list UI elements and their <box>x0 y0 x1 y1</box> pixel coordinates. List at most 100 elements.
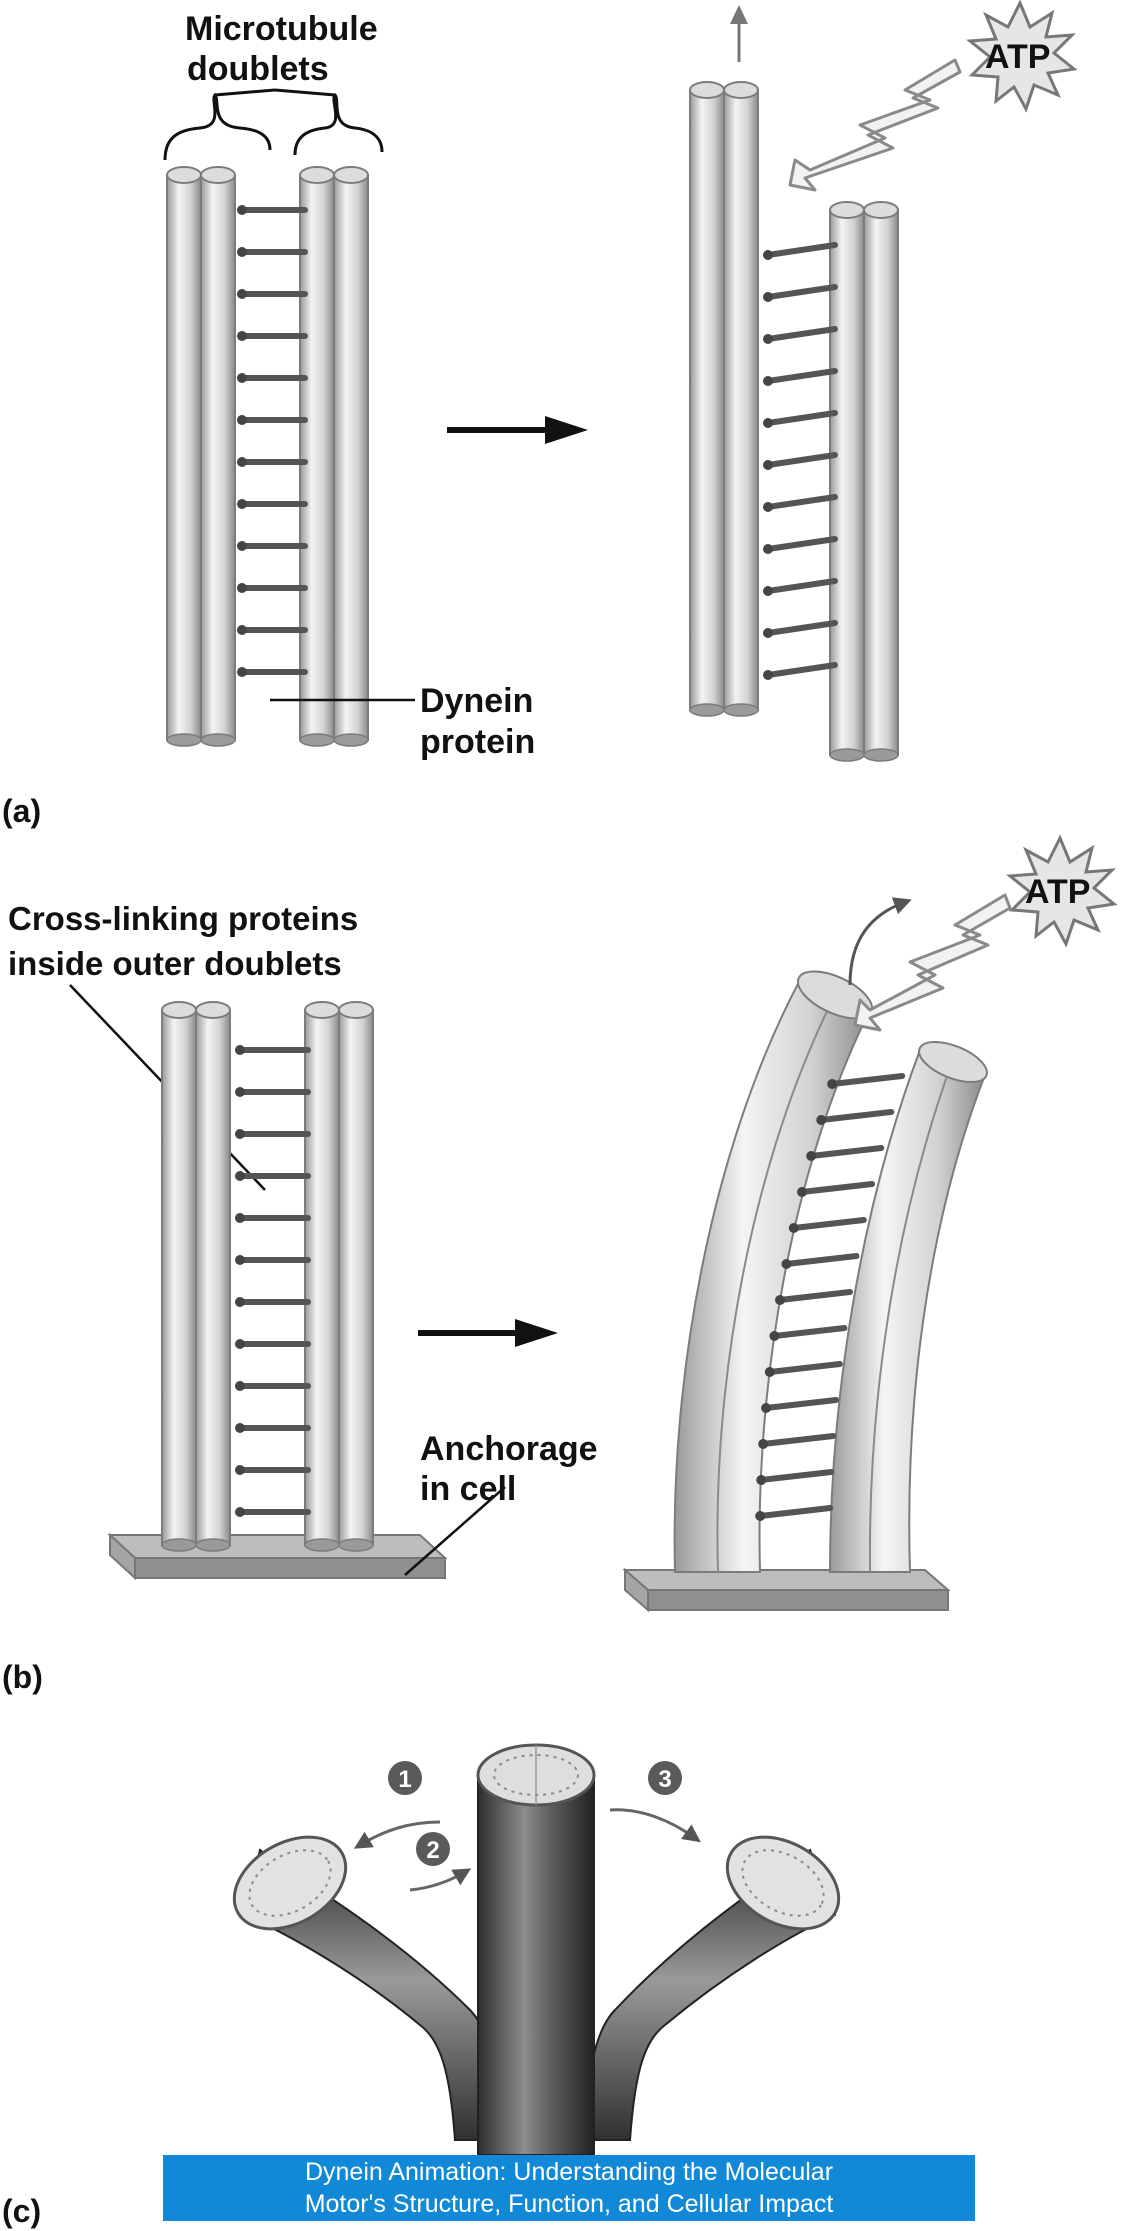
caption-banner: Dynein Animation: Understanding the Mole… <box>163 2155 975 2221</box>
a-head-6 <box>237 457 247 467</box>
energy-bolt-icon-b <box>853 893 1012 1032</box>
bent-doublet-right <box>828 1040 988 1573</box>
dynein-arms-straight <box>237 205 308 677</box>
step3-badge: 3 <box>648 1761 682 1795</box>
b-head-6 <box>235 1297 245 1307</box>
a-head-4 <box>237 373 247 383</box>
svg-text:2: 2 <box>426 1837 439 1864</box>
atp-label-b: ATP <box>1025 873 1090 911</box>
b-bent-head-12 <box>827 1079 838 1089</box>
a-head-0 <box>237 205 247 215</box>
b-left-tube-a <box>161 1009 197 1546</box>
a-slide-right-cap-b <box>863 201 899 219</box>
a-slide-arm-8 <box>765 578 838 594</box>
step2-arrow <box>409 1868 472 1892</box>
b-bent-head-10 <box>806 1151 817 1161</box>
a-slide-left-cap-a <box>689 81 725 99</box>
b-right-base-a <box>304 1538 340 1552</box>
anchorage-leader-line <box>404 1486 506 1576</box>
a-left-tube-a <box>166 174 202 741</box>
energy-bolt-icon <box>788 58 962 192</box>
b-head-5 <box>235 1255 245 1265</box>
bend-curved-arrow <box>848 897 912 986</box>
b-bent-arm-7 <box>783 1253 860 1267</box>
b-bent-arm-1 <box>758 1469 835 1483</box>
label-doublets: doublets <box>187 50 329 88</box>
panel-letter-c: (c) <box>2 2193 41 2229</box>
step1-badge: 1 <box>388 1761 422 1795</box>
a-slide-arm-2 <box>765 326 838 342</box>
a-slide-head-10 <box>763 670 773 680</box>
a-slide-head-5 <box>763 460 773 470</box>
a-left-cap-b <box>200 166 236 184</box>
b-head-4 <box>235 1213 245 1223</box>
b-bent-arm-11 <box>818 1109 895 1123</box>
b-head-1 <box>235 1087 245 1097</box>
b-bent-head-1 <box>756 1475 767 1485</box>
a-slide-left-base-b <box>723 703 759 717</box>
b-bent-arm-5 <box>771 1325 848 1339</box>
b-bent-head-5 <box>769 1331 780 1341</box>
b-bent-arm-6 <box>777 1289 853 1303</box>
caption-text: Dynein Animation: Understanding the Mole… <box>305 2156 834 2220</box>
a-slide-head-9 <box>763 628 773 638</box>
atp-label-a: ATP <box>985 38 1050 76</box>
microtubule-doublet-right <box>299 166 369 747</box>
b-right-cap-b <box>338 1001 374 1019</box>
label-microtubule: Microtubule <box>185 10 378 48</box>
flagellum-bent-right <box>583 1835 841 2141</box>
a-slide-arm-0 <box>765 242 838 258</box>
a-slide-right-tube-a <box>829 209 865 756</box>
doublets-brace <box>163 92 272 161</box>
a-slide-left-base-a <box>689 703 725 717</box>
b-bent-head-0 <box>755 1511 766 1521</box>
microtubule-doublet-left-b <box>161 1001 231 1552</box>
b-bent-arm-4 <box>766 1361 843 1375</box>
b-bent-head-4 <box>764 1367 775 1377</box>
a-head-9 <box>237 583 247 593</box>
b-head-11 <box>235 1507 245 1517</box>
brace-join-2 <box>274 88 336 97</box>
caption-line-1: Dynein Animation: Understanding the Mole… <box>304 2158 834 2186</box>
a-slide-right-tube-b <box>863 209 899 756</box>
a-slide-head-0 <box>763 250 773 260</box>
atp-star-icon-b <box>1006 834 1118 948</box>
panel-letter-a: (a) <box>2 793 41 829</box>
a-head-7 <box>237 499 247 509</box>
a-slide-arm-1 <box>765 284 838 300</box>
b-left-base-b <box>195 1538 231 1552</box>
b-left-tube-b <box>195 1009 231 1546</box>
a-right-tube-b <box>333 174 369 741</box>
b-bent-head-11 <box>816 1115 827 1125</box>
doublets-brace-right <box>293 92 384 156</box>
dynein-arms-sliding <box>763 242 838 680</box>
a-head-11 <box>237 667 247 677</box>
a-slide-arm-5 <box>765 452 838 468</box>
svg-text:3: 3 <box>658 1766 671 1793</box>
bent-dynein-arms <box>755 1073 906 1521</box>
label-dynein: Dynein <box>420 682 533 720</box>
a-right-tube-a <box>299 174 335 741</box>
b-right-cap-a <box>304 1001 340 1019</box>
a-slide-left-tube-b <box>723 89 759 711</box>
anchorage-plate-left <box>107 1532 448 1581</box>
b-bent-arm-2 <box>760 1433 837 1447</box>
label-anchorage: Anchorage <box>420 1430 598 1468</box>
panel-letter-b: (b) <box>2 1659 43 1695</box>
step2-badge: 2 <box>416 1832 450 1866</box>
a-left-base-b <box>200 733 236 747</box>
label-protein: protein <box>420 723 535 761</box>
atp-star-icon <box>966 0 1078 113</box>
b-head-8 <box>235 1381 245 1391</box>
a-head-3 <box>237 331 247 341</box>
a-slide-head-3 <box>763 376 773 386</box>
a-head-2 <box>237 289 247 299</box>
a-slide-left-cap-b <box>723 81 759 99</box>
a-slide-arm-3 <box>765 368 838 384</box>
b-bent-head-8 <box>788 1223 799 1233</box>
microtubule-doublet-shifted-up <box>689 81 759 717</box>
a-left-base-a <box>166 733 202 747</box>
arrow-right-b <box>418 1319 558 1347</box>
b-bent-arm-3 <box>763 1397 840 1411</box>
b-bent-arm-12 <box>829 1073 906 1087</box>
